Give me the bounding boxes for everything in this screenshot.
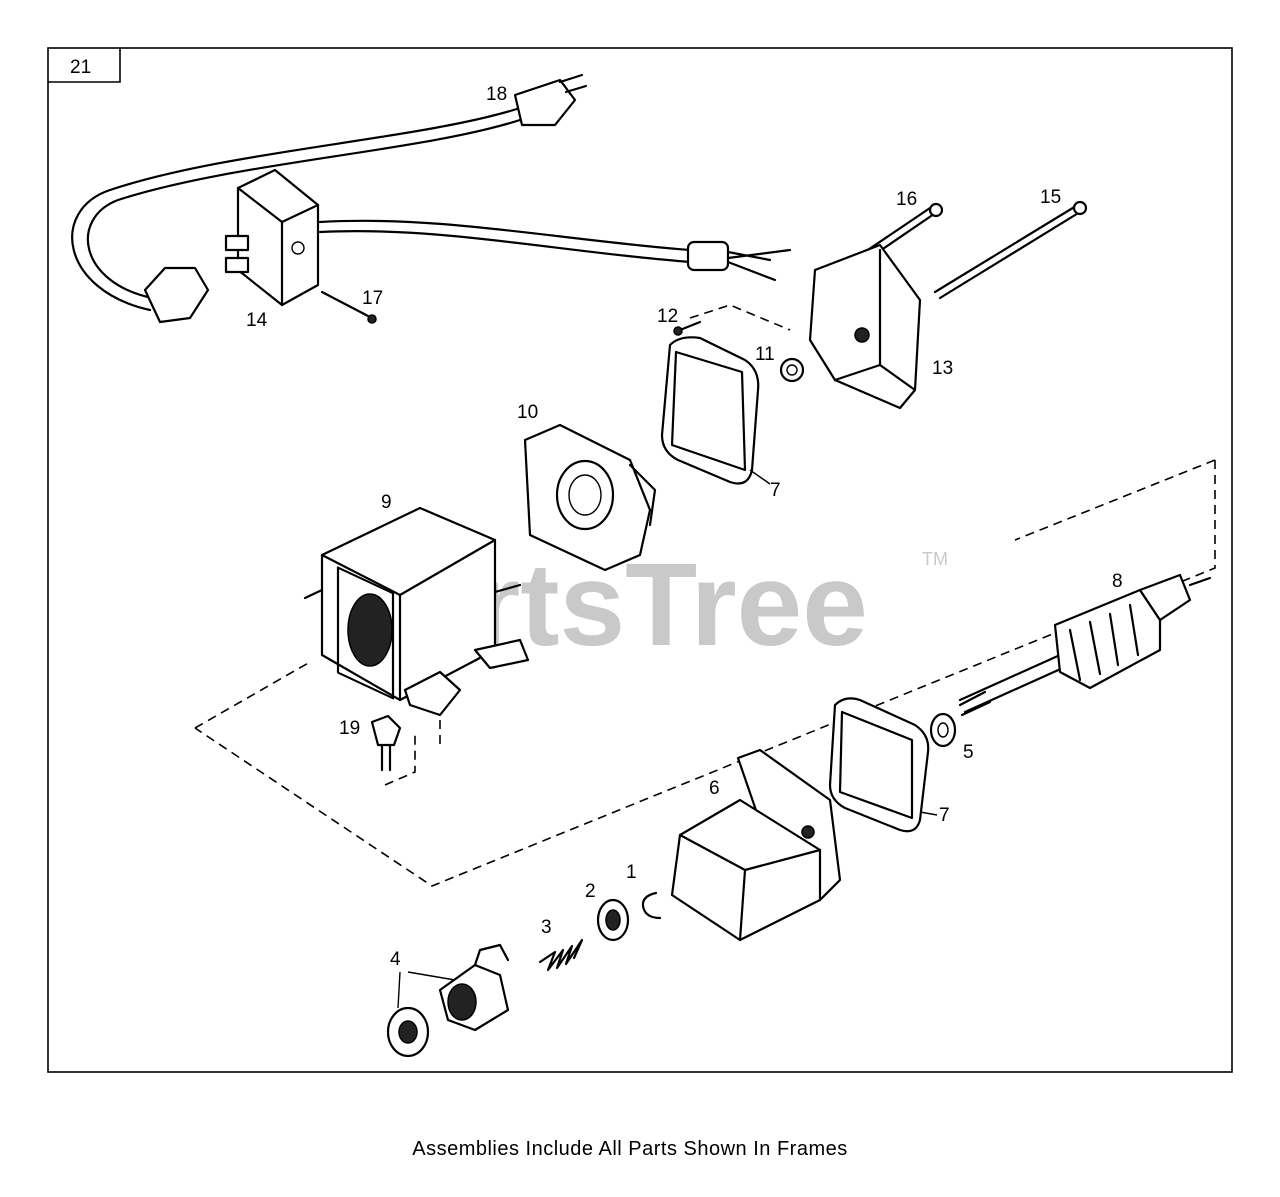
screw-12 xyxy=(673,320,702,336)
callout-18: 18 xyxy=(486,84,507,105)
callout-7-top: 7 xyxy=(770,480,781,501)
callout-16: 16 xyxy=(896,189,917,210)
callout-15: 15 xyxy=(1040,187,1061,208)
page-number-box xyxy=(48,48,121,83)
gasket-top xyxy=(660,336,760,485)
callout-4: 4 xyxy=(390,949,401,970)
assembly-frame-top xyxy=(689,304,1216,541)
diagram-frame xyxy=(47,47,1233,1073)
callout-7-bottom: 7 xyxy=(939,805,950,826)
switch-box xyxy=(224,168,320,307)
spring xyxy=(538,938,584,972)
callout-10: 10 xyxy=(517,402,538,423)
page-number: 21 xyxy=(70,57,91,78)
callout-14: 14 xyxy=(246,310,268,331)
callout-17: 17 xyxy=(362,288,383,309)
washer xyxy=(929,712,957,748)
nut xyxy=(779,357,805,383)
callout-12: 12 xyxy=(657,306,678,327)
callout-6: 6 xyxy=(709,778,720,799)
pinion-gear xyxy=(386,943,510,1058)
callout-8: 8 xyxy=(1112,571,1123,592)
brush-plate xyxy=(523,423,657,572)
motor-housing xyxy=(303,506,530,717)
end-cap xyxy=(808,243,922,410)
callout-5: 5 xyxy=(963,742,974,763)
callout-11: 11 xyxy=(755,344,775,365)
callout-3: 3 xyxy=(541,917,552,938)
retaining-ring xyxy=(641,891,662,920)
screw-17 xyxy=(320,290,377,324)
armature xyxy=(958,573,1212,717)
through-bolt-15 xyxy=(933,200,1088,300)
callout-13: 13 xyxy=(932,358,953,379)
callout-9: 9 xyxy=(381,492,392,513)
gasket-bottom xyxy=(828,697,930,833)
drive-end-housing xyxy=(670,748,842,942)
callout-19: 19 xyxy=(339,718,360,739)
assembly-frame-main xyxy=(194,460,1216,887)
bolt-19 xyxy=(370,714,402,772)
callout-1: 1 xyxy=(626,862,637,883)
leader-lines xyxy=(397,469,938,1009)
power-cord xyxy=(71,73,792,324)
watermark-tm: TM xyxy=(922,549,948,569)
caption: Assemblies Include All Parts Shown In Fr… xyxy=(412,1138,848,1160)
callout-2: 2 xyxy=(585,881,596,902)
